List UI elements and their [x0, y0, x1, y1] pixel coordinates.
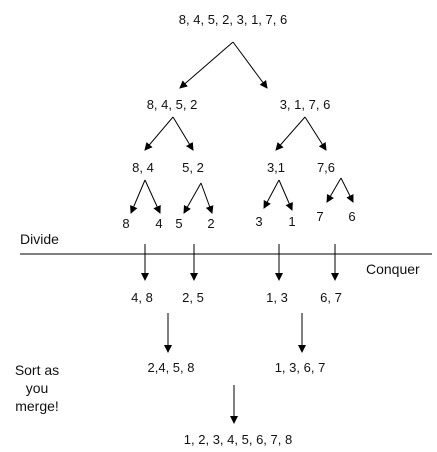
arrow-31-to-1	[278, 179, 293, 211]
node-leaf-5: 5	[175, 216, 182, 231]
arrow-root-to-right	[232, 41, 268, 89]
node-pair-84: 8, 4	[132, 160, 154, 175]
arrow-left-to-52	[172, 116, 194, 151]
node-leaf-6: 6	[348, 209, 355, 224]
arrow-right-to-31	[275, 116, 306, 151]
node-final: 1, 2, 3, 4, 5, 6, 7, 8	[184, 432, 292, 447]
node-pair-76: 7,6	[317, 160, 335, 175]
node-root: 8, 4, 5, 2, 3, 1, 7, 6	[179, 12, 287, 27]
node-merged-1367: 1, 3, 6, 7	[275, 360, 326, 375]
node-merged-67: 6, 7	[320, 290, 342, 305]
arrow-left-to-84	[144, 116, 174, 151]
arrow-76-to-6	[340, 177, 354, 203]
node-leaf-2: 2	[207, 216, 214, 231]
node-pair-52: 5, 2	[182, 160, 204, 175]
conquer-label: Conquer	[366, 261, 420, 277]
arrow-right-to-76	[304, 116, 327, 151]
sort-label-line2: you	[26, 380, 49, 396]
arrow-76-to-7	[326, 177, 342, 203]
sort-label-line3: merge!	[15, 398, 59, 414]
arrow-52-to-2	[200, 182, 214, 214]
arrow-84-to-8	[130, 179, 146, 214]
node-pair-31: 3,1	[267, 160, 285, 175]
sort-label-line1: Sort as	[15, 362, 59, 378]
node-right-half: 3, 1, 7, 6	[280, 97, 331, 112]
arrow-root-to-left	[179, 41, 234, 89]
node-merged-2458: 2,4, 5, 8	[148, 360, 195, 375]
node-merged-48: 4, 8	[131, 290, 153, 305]
node-leaf-3: 3	[255, 214, 262, 229]
node-merged-25: 2, 5	[182, 290, 204, 305]
arrow-84-to-4	[144, 179, 161, 214]
node-leaf-1: 1	[288, 214, 295, 229]
node-leaf-8: 8	[122, 216, 129, 231]
node-left-half: 8, 4, 5, 2	[147, 97, 198, 112]
arrow-31-to-3	[263, 179, 280, 209]
arrow-52-to-5	[183, 182, 202, 214]
divide-label: Divide	[20, 231, 59, 247]
node-leaf-4: 4	[155, 216, 162, 231]
node-merged-13: 1, 3	[266, 290, 288, 305]
node-leaf-7: 7	[316, 209, 323, 224]
